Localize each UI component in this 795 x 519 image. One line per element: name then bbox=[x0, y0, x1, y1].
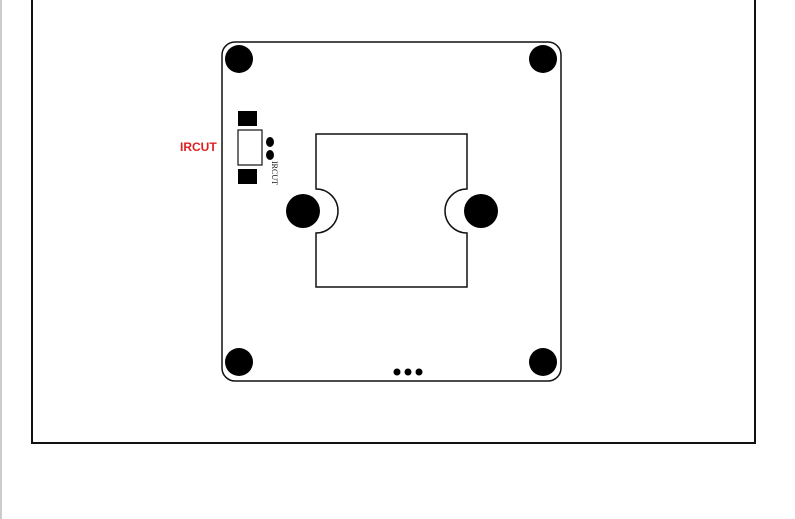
ircut-pin-2 bbox=[266, 150, 274, 160]
test-point-2 bbox=[404, 368, 412, 376]
ircut-callout-label: IRCUT bbox=[180, 140, 217, 154]
left-edge-strip bbox=[0, 0, 2, 519]
ircut-pad-top bbox=[238, 111, 257, 126]
lens-hole-left bbox=[286, 194, 320, 228]
mounting-hole-top-right bbox=[529, 45, 557, 73]
ircut-pin-1 bbox=[266, 137, 274, 147]
outer-frame bbox=[31, 0, 756, 444]
mounting-hole-bottom-right bbox=[529, 348, 557, 376]
test-point-3 bbox=[415, 368, 423, 376]
mounting-hole-bottom-left bbox=[225, 348, 253, 376]
ircut-pad-bottom bbox=[238, 169, 257, 184]
test-point-1 bbox=[393, 368, 401, 376]
ircut-connector-body bbox=[237, 129, 263, 166]
ircut-silkscreen-label: IRCUT bbox=[270, 161, 279, 185]
lens-hole-right bbox=[464, 194, 498, 228]
mounting-hole-top-left bbox=[225, 45, 253, 73]
pcb-board-outline bbox=[221, 41, 562, 382]
lens-mount-cutout bbox=[315, 133, 468, 288]
